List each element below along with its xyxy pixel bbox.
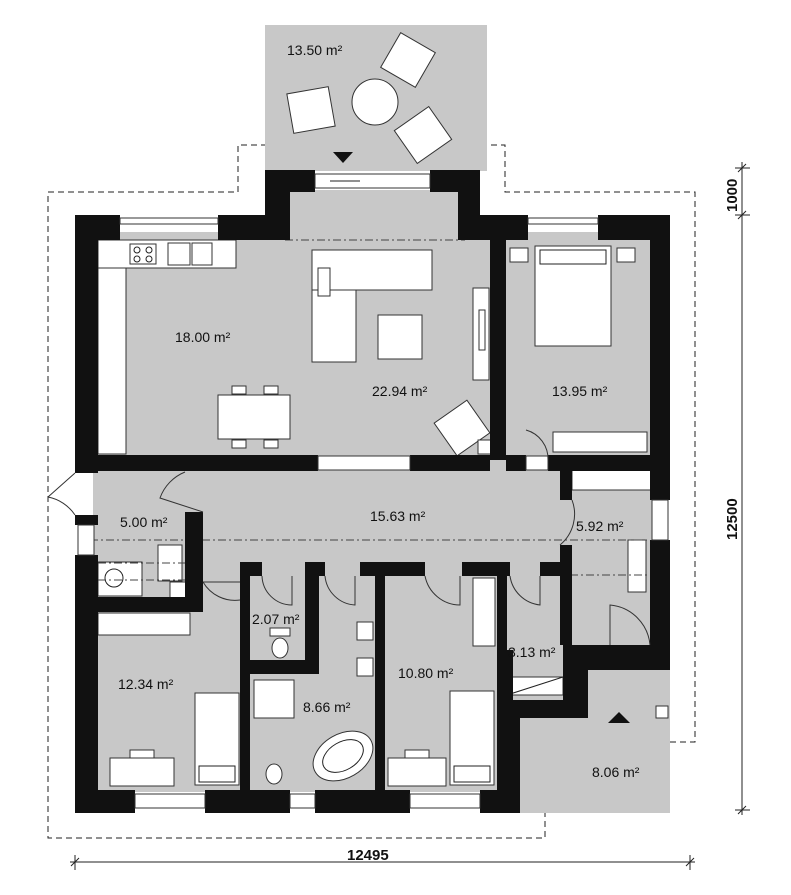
room-label-bathroom: 8.66 m² bbox=[303, 699, 351, 715]
room-label-utility: 5.00 m² bbox=[120, 514, 168, 530]
bed-ne bbox=[509, 245, 648, 453]
kitchen-counter bbox=[97, 239, 237, 455]
patio-furniture bbox=[286, 31, 453, 165]
bed-s bbox=[387, 577, 496, 787]
room-label-terrace-top: 13.50 m² bbox=[287, 42, 343, 58]
dimension-width bbox=[70, 855, 695, 870]
entry-arrow-top bbox=[333, 152, 353, 163]
room-label-terrace-se: 8.06 m² bbox=[592, 764, 640, 780]
dimension-height-label: 12500 bbox=[724, 498, 741, 540]
room-label-closet: 3.13 m² bbox=[508, 644, 556, 660]
dimension-overhang-label: 1000 bbox=[724, 179, 741, 212]
room-label-bedroom-s: 10.80 m² bbox=[398, 665, 454, 681]
walls bbox=[75, 170, 670, 813]
tv-unit bbox=[472, 287, 490, 381]
room-label-wc: 2.07 m² bbox=[252, 611, 300, 627]
dimension-width-label: 12495 bbox=[347, 847, 389, 864]
room-label-hall: 15.63 m² bbox=[370, 508, 426, 524]
wardrobe-e bbox=[571, 469, 653, 491]
wc-fixtures bbox=[269, 627, 291, 659]
entry-arrow-se bbox=[608, 712, 630, 723]
bathroom-fixtures bbox=[253, 621, 374, 785]
dining-table bbox=[217, 385, 291, 449]
utility-fixtures bbox=[97, 544, 190, 599]
doors bbox=[47, 429, 651, 646]
roof-outline bbox=[47, 144, 696, 839]
bed-sw bbox=[97, 612, 240, 787]
sofa bbox=[311, 249, 433, 363]
room-label-corridor-e: 5.92 m² bbox=[576, 518, 624, 534]
room-label-living: 22.94 m² bbox=[372, 383, 428, 399]
room-label-bedroom-ne: 13.95 m² bbox=[552, 383, 608, 399]
step-se bbox=[655, 705, 669, 719]
dimension-height bbox=[735, 162, 750, 815]
room-label-kitchen: 18.00 m² bbox=[175, 329, 231, 345]
windows bbox=[77, 173, 669, 809]
room-label-bedroom-sw: 12.34 m² bbox=[118, 676, 174, 692]
